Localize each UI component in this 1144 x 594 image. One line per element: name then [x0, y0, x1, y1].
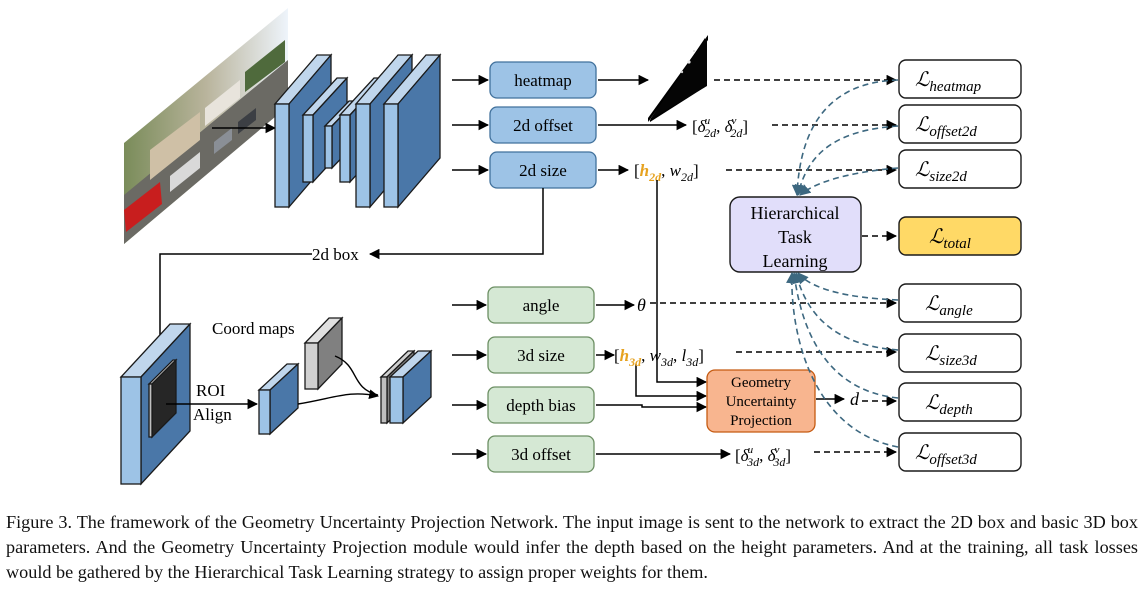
gup-line-3: Projection — [730, 413, 792, 429]
svg-text:ℒoffset2d: ℒoffset2d — [915, 114, 977, 140]
angle-head-label: angle — [523, 296, 560, 315]
head-input-arrows — [452, 74, 490, 460]
angle-head: angle — [487, 286, 595, 324]
angle-output: θ — [637, 295, 646, 315]
loss-total: ℒtotal — [898, 216, 1022, 256]
size2d-head-label: 2d size — [519, 161, 567, 180]
htl-line-1: Hierarchical — [751, 203, 840, 223]
svg-text:ℒsize3d: ℒsize3d — [925, 343, 977, 369]
loss-to-htl-curves — [786, 79, 899, 448]
size3d-head-label: 3d size — [517, 346, 565, 365]
heatmap-head: heatmap — [489, 61, 597, 99]
offset3d-head-label: 3d offset — [511, 445, 571, 464]
loss-angle: ℒangle — [898, 283, 1022, 323]
coord-maps-feature — [303, 316, 344, 391]
figure-caption: Figure 3. The framework of the Geometry … — [6, 512, 1138, 582]
loss-size3d: ℒsize3d — [898, 333, 1022, 373]
svg-text:ℒheatmap: ℒheatmap — [915, 69, 982, 95]
loss-offset2d: ℒoffset2d — [898, 104, 1022, 144]
input-image — [124, 8, 288, 244]
svg-text:ℒangle: ℒangle — [925, 293, 973, 319]
align-label: Align — [193, 405, 232, 424]
roi-aligned-feature — [257, 362, 300, 436]
roi-feature-map — [119, 322, 192, 486]
box2d-label: 2d box — [312, 245, 359, 264]
size3d-output: [h3d, w3d, l3d] — [614, 346, 704, 369]
loss-size2d: ℒsize2d — [898, 149, 1022, 189]
size3d-head: 3d size — [487, 336, 595, 374]
roi-region — [147, 358, 178, 439]
backbone-network — [273, 53, 442, 209]
htl-line-2: Task — [778, 227, 812, 247]
coord-maps-label: Coord maps — [212, 319, 295, 338]
feature-merge-curves — [297, 355, 379, 405]
loss-offset3d: ℒoffset3d — [898, 432, 1022, 472]
size2d-output: [h2d, w2d] — [634, 161, 699, 184]
gup-line-1: Geometry — [731, 375, 791, 391]
depth-bias-head: depth bias — [487, 386, 595, 424]
gup-module: Geometry Uncertainty Projection — [706, 369, 816, 433]
box2d-route — [154, 188, 544, 388]
heatmap-head-label: heatmap — [514, 71, 572, 90]
heatmap-output-image — [648, 35, 708, 122]
htl-module: Hierarchical Task Learning — [729, 196, 862, 273]
svg-text:ℒdepth: ℒdepth — [925, 392, 973, 418]
roi-label: ROI — [196, 381, 226, 400]
gup-line-2: Uncertainty — [726, 394, 797, 410]
svg-text:ℒsize2d: ℒsize2d — [915, 159, 967, 185]
size2d-head: 2d size — [489, 151, 597, 189]
loss2d-dashed-arrows — [714, 74, 898, 176]
loss3d-dashed-arrows — [650, 230, 898, 458]
offset3d-head: 3d offset — [487, 435, 595, 473]
loss-heatmap: ℒheatmap — [898, 59, 1022, 99]
svg-text:ℒtotal: ℒtotal — [929, 226, 971, 252]
depth-output: d — [850, 389, 860, 409]
head2d-output-arrows — [598, 74, 688, 176]
offset2d-head: 2d offset — [489, 106, 597, 144]
svg-text:ℒoffset3d: ℒoffset3d — [915, 442, 977, 468]
loss-depth: ℒdepth — [898, 382, 1022, 422]
backbone-block-6 — [382, 53, 442, 209]
offset2d-head-label: 2d offset — [513, 116, 573, 135]
concat-feature — [379, 349, 433, 425]
htl-line-3: Learning — [763, 251, 828, 271]
depth-bias-head-label: depth bias — [506, 396, 575, 415]
head3d-output-arrows — [596, 180, 846, 460]
